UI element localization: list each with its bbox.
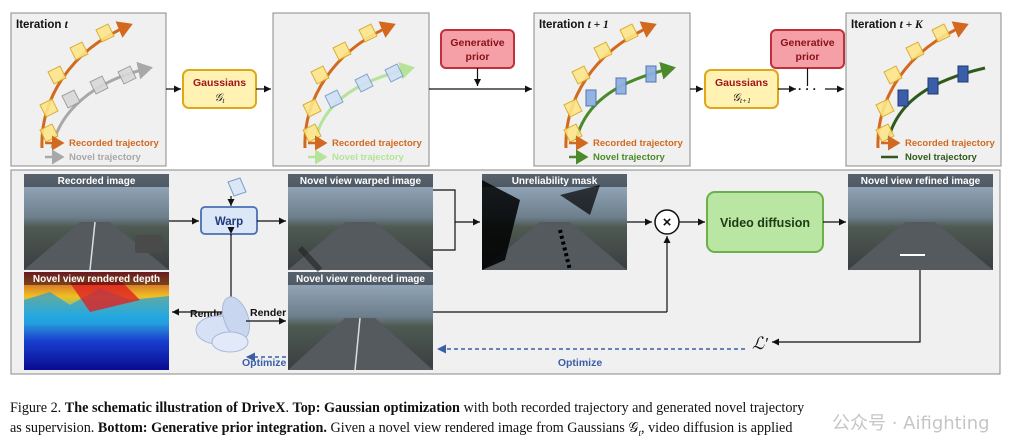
- top-panel-2: Recorded trajectory Novel trajectory: [272, 12, 430, 167]
- recorded-image: Recorded image: [24, 174, 169, 271]
- optimize-label-right: Optimize: [558, 357, 602, 369]
- camera-icon: [227, 177, 247, 197]
- panel-title-1: Iteration t: [16, 19, 69, 31]
- panel-title-3: Iteration t + 1: [539, 19, 609, 31]
- figure: Iteration t Recorded trajectory Novel tr…: [10, 12, 1002, 375]
- unreliability-mask: Unreliability mask: [482, 174, 627, 271]
- legend-novel-3: Novel trajectory: [593, 152, 666, 163]
- svg-text:𝒢t+1: 𝒢t+1: [732, 92, 751, 105]
- legend-recorded-4: Recorded trajectory: [905, 138, 995, 149]
- rendered-image: Novel view rendered image: [288, 272, 433, 371]
- loss-label: ℒ′: [752, 334, 768, 353]
- gaussians-box-2: Gaussians 𝒢t+1: [704, 69, 779, 109]
- svg-text:Novel view warped image: Novel view warped image: [300, 176, 422, 187]
- top-panel-3: Iteration t + 1 Recorded trajectory Nove…: [533, 12, 691, 167]
- svg-text:Unreliability mask: Unreliability mask: [512, 176, 598, 187]
- svg-text:Generative: Generative: [780, 37, 834, 49]
- watermark: 公众号 · Aifighting: [832, 413, 990, 434]
- top-panel-1: Iteration t Recorded trajectory Novel tr…: [10, 12, 167, 167]
- svg-text:𝒢t: 𝒢t: [215, 92, 226, 105]
- gaussians-box-1: Gaussians 𝒢t: [182, 69, 257, 109]
- svg-text:prior: prior: [466, 51, 490, 63]
- warped-image: Novel view warped image: [288, 174, 433, 273]
- refined-image: Novel view refined image: [848, 174, 993, 270]
- legend-recorded-1: Recorded trajectory: [69, 138, 159, 149]
- warp-box: Warp: [200, 206, 258, 235]
- optimize-label-left: Optimize: [242, 357, 286, 369]
- legend-recorded-2: Recorded trajectory: [332, 138, 422, 149]
- caption-line-2: as supervision. Bottom: Generative prior…: [10, 420, 793, 438]
- ellipsis: · · ·: [798, 82, 817, 96]
- top-panel-4: Iteration t + K Recorded trajectory Nove…: [845, 12, 1002, 167]
- svg-text:Generative: Generative: [450, 37, 504, 49]
- camera-frustums-novel: [61, 65, 137, 109]
- svg-text:Warp: Warp: [215, 216, 243, 228]
- caption-line-1: Figure 2. The schematic illustration of …: [10, 400, 805, 416]
- svg-text:Gaussians: Gaussians: [193, 77, 246, 89]
- figure-caption: Figure 2. The schematic illustration of …: [10, 398, 1022, 438]
- svg-text:Novel view rendered depth: Novel view rendered depth: [33, 274, 160, 285]
- generative-prior-box-1: Generative prior: [440, 29, 515, 69]
- rendered-depth: Novel view rendered depth: [24, 272, 169, 370]
- svg-text:Novel view refined image: Novel view refined image: [861, 176, 981, 187]
- panel-title-4: Iteration t + K: [851, 19, 924, 31]
- render-label-right: Render: [250, 307, 286, 319]
- generative-prior-box-2: Generative prior: [770, 29, 845, 69]
- legend-novel-2: Novel trajectory: [332, 152, 405, 163]
- legend-novel-1: Novel trajectory: [69, 152, 142, 163]
- camera-frustums-recorded: [39, 23, 115, 143]
- svg-text:Video diffusion: Video diffusion: [720, 216, 810, 230]
- video-diffusion-box: Video diffusion: [706, 191, 824, 253]
- svg-text:×: ×: [663, 214, 672, 231]
- gaussian-blob-icon: [195, 296, 251, 353]
- svg-text:prior: prior: [796, 51, 820, 63]
- svg-text:Gaussians: Gaussians: [715, 77, 768, 89]
- legend-recorded-3: Recorded trajectory: [593, 138, 683, 149]
- multiply-node: ×: [654, 209, 680, 235]
- svg-text:Novel view rendered image: Novel view rendered image: [296, 274, 425, 285]
- svg-text:Recorded image: Recorded image: [58, 176, 136, 187]
- legend-novel-4: Novel trajectory: [905, 152, 978, 163]
